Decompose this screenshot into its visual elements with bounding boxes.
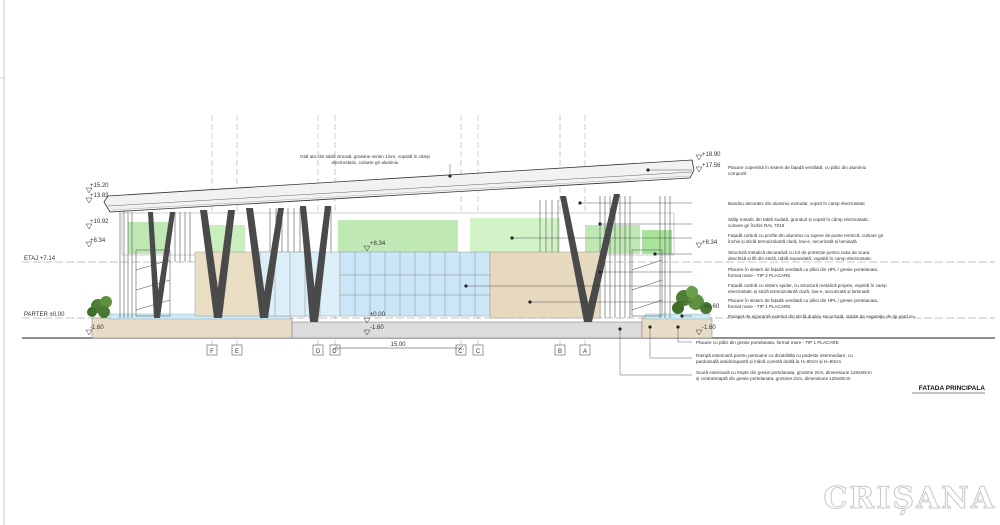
note-hpl-type2-2: format mare - TIP 2 PLACARE — [728, 273, 790, 278]
level-markers — [85, 154, 703, 336]
level-center-0-00: ±0.00 — [370, 312, 386, 318]
note-floor-cladding: Placare cu plăci din gresie portelanata,… — [696, 340, 839, 345]
note-stair-structure-1: Structură metalică decorativă cu rol de … — [728, 250, 870, 255]
level-right-17-56: +17.56 — [702, 163, 721, 169]
steel-columns — [148, 194, 620, 322]
axis-label-d-prime: D' — [332, 349, 337, 355]
note-stair-structure-2: deschisă și lift din sticlă, tablă expan… — [728, 256, 872, 261]
note-hpl-type1-2: format mare - TIP 1 PLACARE — [728, 304, 790, 309]
grid-axis-markers — [206, 344, 591, 356]
note-glass-parapet: Parapet de siguranță exterior din sticlă… — [728, 314, 915, 319]
axis-label-a: A — [583, 349, 587, 355]
level-left-15-20: +15.20 — [90, 183, 109, 189]
note-steel-column-2: culoare gri închis RAL 7016 — [728, 223, 785, 228]
notes-bottom: Placare cu plăci din gresie portelanata,… — [696, 340, 872, 381]
watermark-logo: CRIȘANA — [824, 481, 996, 516]
note-roof-cladding-1: Placare copertină în sistem de fațadă ve… — [728, 165, 867, 170]
drawing-title: FATADA PRINCIPALA — [919, 385, 986, 392]
level-right-8-34: +8.34 — [702, 240, 718, 246]
note-spider-2: electrostatic și sticlă termoizolantă cl… — [728, 289, 870, 294]
note-stairs-1: Scară exterioară cu trepte din gresie po… — [696, 370, 872, 375]
level-left-8-34: +8.34 — [90, 238, 106, 244]
level-left-13-83: +13.83 — [90, 193, 109, 199]
level-etaj: ETAJ +7.14 — [24, 256, 56, 262]
vegetation-left — [87, 296, 112, 318]
dimension-value: 15.00 — [390, 342, 406, 348]
podium-center — [291, 321, 643, 339]
stair-structure-right — [631, 249, 663, 317]
level-center-8-34: +8.34 — [370, 241, 386, 247]
axis-label-c-prime: C' — [458, 349, 463, 355]
canopy-roof — [103, 159, 695, 213]
level-right-18-90: +18.90 — [702, 152, 721, 158]
note-hpl-type1-1: Placare în sistem de fațadă ventilată cu… — [728, 298, 878, 303]
axis-label-e: E — [235, 349, 239, 355]
notes-right: Placare copertină în sistem de fațadă ve… — [727, 165, 915, 319]
level-right-minus-1-60: -1.60 — [702, 325, 716, 331]
level-left-10-92: +10.92 — [90, 219, 109, 225]
axis-label-d: D — [316, 349, 321, 355]
annotation-leaders — [448, 164, 692, 376]
level-center-minus-1-60: -1.60 — [370, 325, 384, 331]
note-curtain-wall-1: Fațadă cortină cu profile din aluminiu c… — [728, 233, 883, 238]
level-right-0-60: +0.60 — [704, 304, 720, 310]
level-left-minus-1-60: -1.60 — [90, 325, 104, 331]
axis-label-b: B — [558, 349, 562, 355]
note-top-line-1: Glaf atic din tablă zincată, grosime min… — [300, 154, 430, 159]
note-hpl-type2-1: Placare în sistem de fațadă ventilată cu… — [728, 267, 878, 272]
note-steel-column-1: Stâlp metalic din tablă sudată, grunduit… — [728, 217, 870, 222]
level-parter: PARTER ±0.00 — [24, 312, 65, 318]
note-curtain-wall-2: închis și sticlă termoizolantă clară, lo… — [727, 239, 857, 244]
note-roof-cladding-2: compozit — [728, 171, 747, 176]
dimension-line — [332, 345, 464, 351]
note-ramp-2: pardoseală antiderapantă și mână curentă… — [696, 359, 841, 364]
axis-label-c: C — [476, 349, 481, 355]
note-decorative-band: Bandou decorativ din aluminiu extrudat, … — [728, 201, 866, 206]
upper-glazing-band — [121, 212, 675, 256]
note-top-line-2: electrostatic, culoare gri aluminiu — [332, 160, 399, 165]
note-stairs-2: și contratreaptă din gresie portelanata,… — [696, 376, 851, 381]
glass-parapet-right — [644, 313, 711, 320]
note-ramp-1: Rampă exterioară pentru persoane cu diza… — [696, 353, 853, 358]
podium-left — [91, 317, 293, 339]
axis-label-f: F — [210, 349, 214, 355]
note-spider-1: Fațadă cortină cu sistem spider, cu stru… — [728, 283, 887, 288]
